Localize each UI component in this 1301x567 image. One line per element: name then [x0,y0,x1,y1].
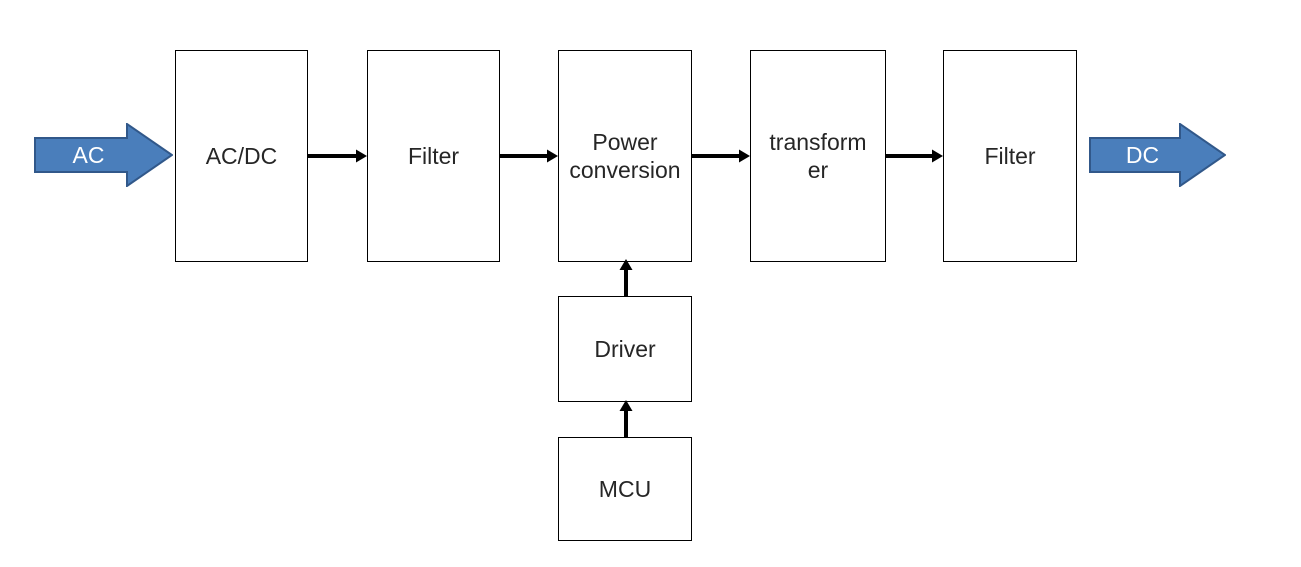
block-transformer-label: transform er [769,128,867,183]
connector-acdc-to-filter-input [308,146,368,166]
connector-power-conversion-to-transformer [692,146,751,166]
block-mcu[interactable]: MCU [558,437,692,541]
block-filter-input-label: Filter [407,142,460,169]
block-filter-output-label: Filter [984,142,1036,169]
block-mcu-label: MCU [598,475,652,502]
block-filter-input[interactable]: Filter [367,50,500,262]
ac-input-arrow[interactable]: AC [34,123,173,187]
block-transformer[interactable]: transform er [750,50,886,262]
block-acdc-label: AC/DC [205,142,278,169]
block-driver[interactable]: Driver [558,296,692,402]
connector-filter-input-to-power-conversion [500,146,559,166]
block-filter-output[interactable]: Filter [943,50,1077,262]
block-driver-label: Driver [594,335,656,362]
connector-mcu-to-driver [616,400,636,438]
block-power-conversion-label: Power conversion [569,128,681,183]
connector-transformer-to-filter-output [886,146,944,166]
dc-output-arrow[interactable]: DC [1089,123,1226,187]
connector-driver-to-power-conversion [616,259,636,298]
block-acdc[interactable]: AC/DC [175,50,308,262]
block-power-conversion[interactable]: Power conversion [558,50,692,262]
